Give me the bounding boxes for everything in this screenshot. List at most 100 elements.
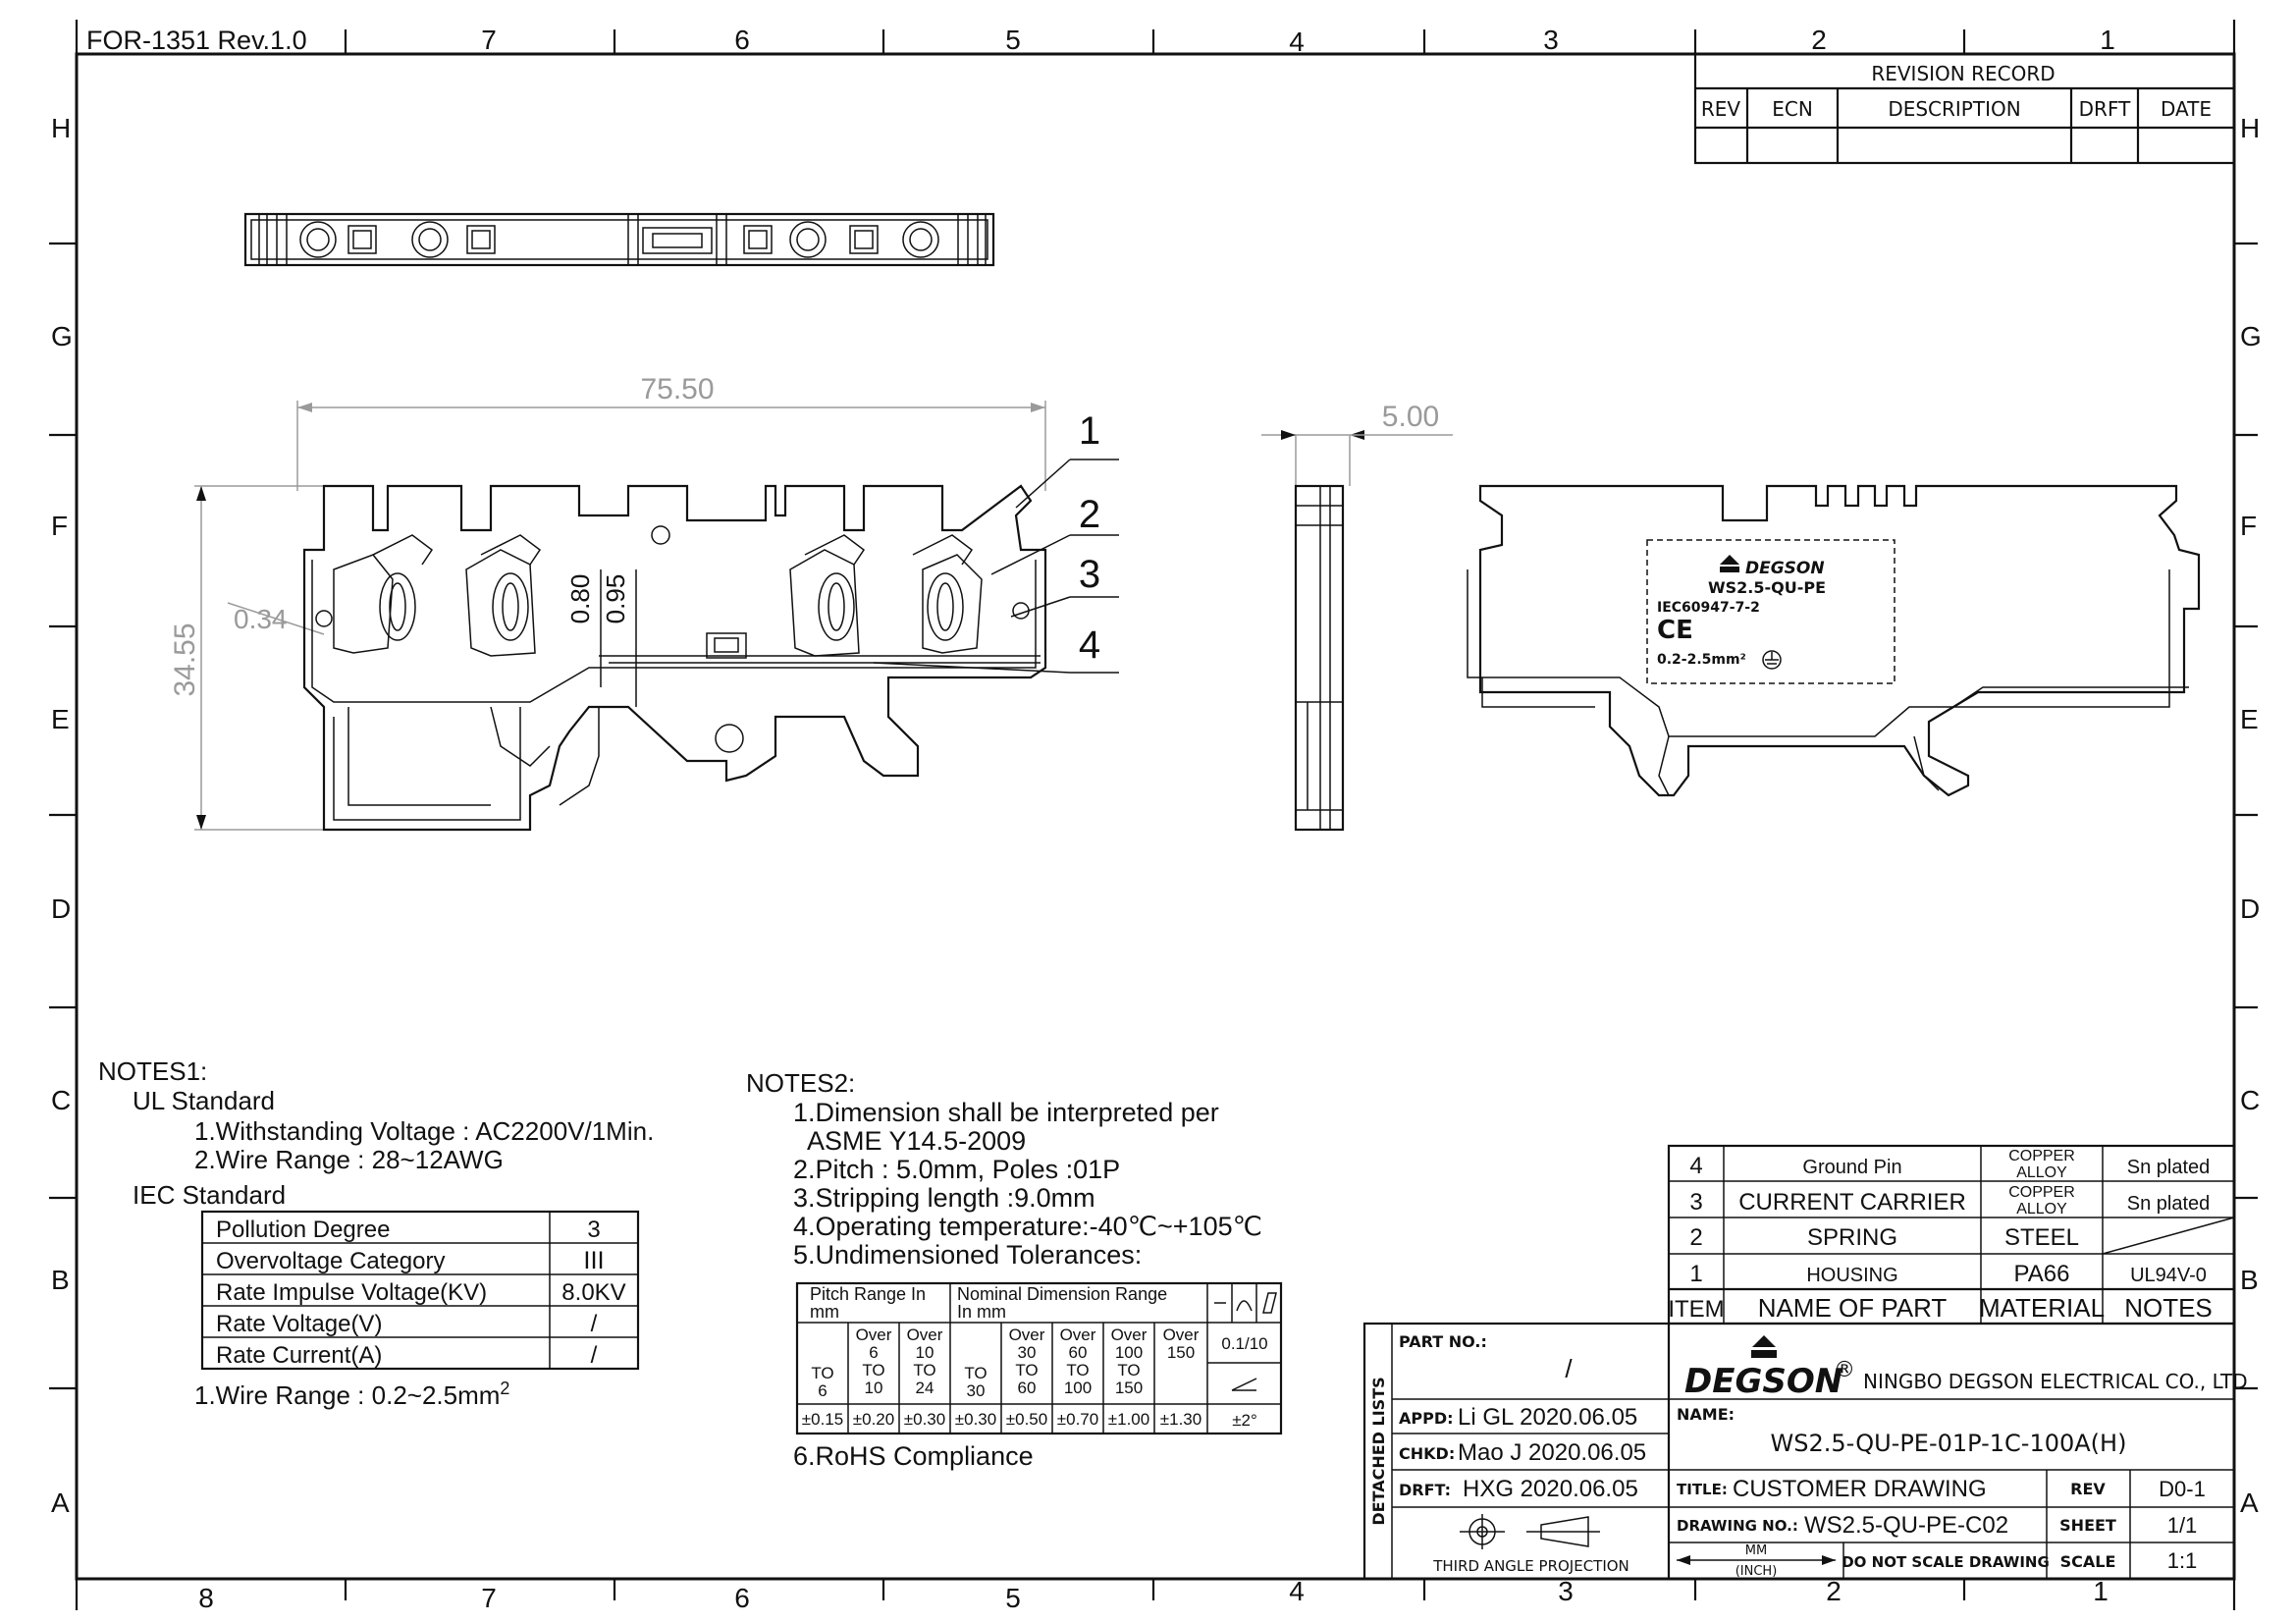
iec-standard-title: IEC Standard <box>133 1180 286 1210</box>
dim-d3: 0.95 <box>601 574 630 624</box>
iec-val-0: 3 <box>587 1217 600 1243</box>
degson-logo-icon <box>1752 1335 1776 1347</box>
bom-item-3: 3 <box>1689 1189 1702 1216</box>
bom-mat-4a: COPPER <box>2008 1148 2075 1164</box>
date-header: DATE <box>2161 97 2212 121</box>
ncol3-b: 150 <box>1115 1379 1143 1397</box>
pcol2-a: 10 <box>916 1343 934 1362</box>
zone-right-H: H <box>2240 113 2260 143</box>
ncol1-over: Over <box>1009 1325 1045 1344</box>
notes2-item-0: 1.Dimension shall be interpreted per <box>793 1098 1219 1127</box>
tol-5: ±0.70 <box>1057 1410 1098 1429</box>
iec-key-4: Rate Current(A) <box>216 1342 382 1369</box>
pcol2-b: 24 <box>916 1379 934 1397</box>
iec-table: Pollution Degree Overvoltage Category Ra… <box>200 1210 640 1371</box>
ncol3-over: Over <box>1111 1325 1148 1344</box>
bom-header-material: MATERIAL <box>1979 1293 2105 1323</box>
bom-notes-3: Sn plated <box>2127 1193 2211 1215</box>
bom-table: 4 Ground Pin COPPER ALLOY Sn plated 3 CU… <box>1667 1144 2236 1325</box>
angle-tol-bottom: ±2° <box>1232 1411 1257 1430</box>
sheet-label: SHEET <box>2059 1516 2116 1535</box>
iec-val-3: / <box>591 1311 598 1337</box>
zone-bottom-1: 1 <box>2093 1576 2109 1606</box>
angle-tol-top: 0.1/10 <box>1221 1334 1267 1353</box>
zone-left-E: E <box>51 704 70 734</box>
ncol2-to: TO <box>1066 1361 1089 1380</box>
tol-4: ±0.50 <box>1006 1410 1047 1429</box>
zone-left-F: F <box>51 511 68 541</box>
zone-right-D: D <box>2240 893 2260 924</box>
bom-name-3: CURRENT CARRIER <box>1738 1189 1966 1216</box>
bom-mat-3a: COPPER <box>2008 1184 2075 1201</box>
bom-notes-1: UL94V-0 <box>2130 1265 2207 1286</box>
bom-mat-2: STEEL <box>2004 1224 2079 1251</box>
notes2-item-5: 5.Undimensioned Tolerances: <box>793 1240 1142 1270</box>
zone-bottom-4: 4 <box>1289 1576 1305 1606</box>
iec-key-2: Rate Impulse Voltage(KV) <box>216 1279 487 1306</box>
label-standard: IEC60947-7-2 <box>1657 600 1760 616</box>
revision-record-table: REVISION RECORD REV ECN DESCRIPTION DRFT… <box>1693 52 2236 165</box>
tol-3: ±0.30 <box>955 1410 996 1429</box>
callout-2: 2 <box>1079 493 1100 536</box>
bom-mat-1: PA66 <box>2014 1261 2070 1287</box>
ul-item-1: 1.Withstanding Voltage : AC2200V/1Min. <box>194 1116 654 1146</box>
zone-bottom-5: 5 <box>1005 1583 1021 1613</box>
tol-0: ±0.15 <box>802 1410 843 1429</box>
ncol3-to: TO <box>1117 1361 1140 1380</box>
zone-right-F: F <box>2240 511 2257 541</box>
bom-mat-4b: ALLOY <box>2016 1164 2067 1181</box>
form-id: FOR-1351 Rev.1.0 <box>86 26 307 55</box>
name-value: WS2.5-QU-PE-01P-1C-100A(H) <box>1771 1430 2127 1457</box>
zone-left-A: A <box>51 1488 70 1518</box>
zone-bottom-2: 2 <box>1826 1576 1842 1606</box>
zone-bottom-7: 7 <box>481 1583 497 1613</box>
company-logo: DEGSON <box>1684 1362 1842 1401</box>
side-view-drawing: 5.00 <box>1261 401 1453 832</box>
bom-header-name: NAME OF PART <box>1758 1293 1948 1323</box>
zone-left-C: C <box>51 1085 71 1115</box>
units-mm: MM <box>1745 1543 1767 1558</box>
registered-mark: ® <box>1834 1358 1855 1382</box>
dim-height: 34.55 <box>169 622 201 696</box>
drawing-no-label: DRAWING NO.: <box>1677 1517 1798 1535</box>
notes2-item-1: ASME Y14.5-2009 <box>807 1126 1026 1156</box>
nominal-header-1: Nominal Dimension Range <box>957 1284 1167 1304</box>
rev-header: REV <box>1701 97 1741 121</box>
chkd-value: Mao J 2020.06.05 <box>1458 1439 1646 1466</box>
tol-7: ±1.30 <box>1160 1410 1201 1429</box>
pcol0-to: TO <box>811 1364 833 1382</box>
sheet-value: 1/1 <box>2167 1513 2198 1538</box>
ground-icon <box>1762 650 1782 670</box>
company-name: NINGBO DEGSON ELECTRICAL CO., LTD <box>1863 1370 2248 1393</box>
bom-header-item: ITEM <box>1668 1296 1724 1323</box>
rev-value: D0-1 <box>2159 1477 2206 1501</box>
zone-right-A: A <box>2240 1488 2259 1518</box>
tol-2: ±0.30 <box>904 1410 945 1429</box>
part-no-value: / <box>1565 1354 1573 1383</box>
ncol1-a: 30 <box>1018 1343 1037 1362</box>
bom-name-2: SPRING <box>1807 1224 1897 1251</box>
tol-6: ±1.00 <box>1108 1410 1149 1429</box>
zone-top-3: 3 <box>1543 25 1559 55</box>
zone-right-B: B <box>2240 1265 2259 1295</box>
notes2-item-4: 4.Operating temperature:-40℃~+105℃ <box>793 1212 1262 1241</box>
front-view-drawing: 75.50 34.55 0.34 <box>169 373 1119 832</box>
bom-item-4: 4 <box>1689 1153 1702 1179</box>
ncol4-a: 150 <box>1167 1343 1195 1362</box>
rohs-note: 6.RoHS Compliance <box>793 1441 1034 1471</box>
notes2-title: NOTES2: <box>746 1068 855 1098</box>
title-value: CUSTOMER DRAWING <box>1733 1476 1987 1502</box>
notes1: NOTES1: UL Standard 1.Withstanding Volta… <box>98 1056 654 1410</box>
zone-top-1: 1 <box>2100 25 2115 55</box>
callout-1: 1 <box>1079 409 1100 453</box>
zone-top-6: 6 <box>734 25 750 55</box>
pcol1-a: 6 <box>869 1343 878 1362</box>
tol-1: ±0.20 <box>853 1410 894 1429</box>
units-inch: (INCH) <box>1735 1564 1778 1579</box>
label-range: 0.2-2.5mm² <box>1657 652 1746 668</box>
pcol0-val: 6 <box>818 1381 827 1400</box>
label-model: WS2.5-QU-PE <box>1708 578 1826 597</box>
ecn-header: ECN <box>1772 97 1813 121</box>
notes2: NOTES2: 1.Dimension shall be interpreted… <box>746 1068 1283 1471</box>
